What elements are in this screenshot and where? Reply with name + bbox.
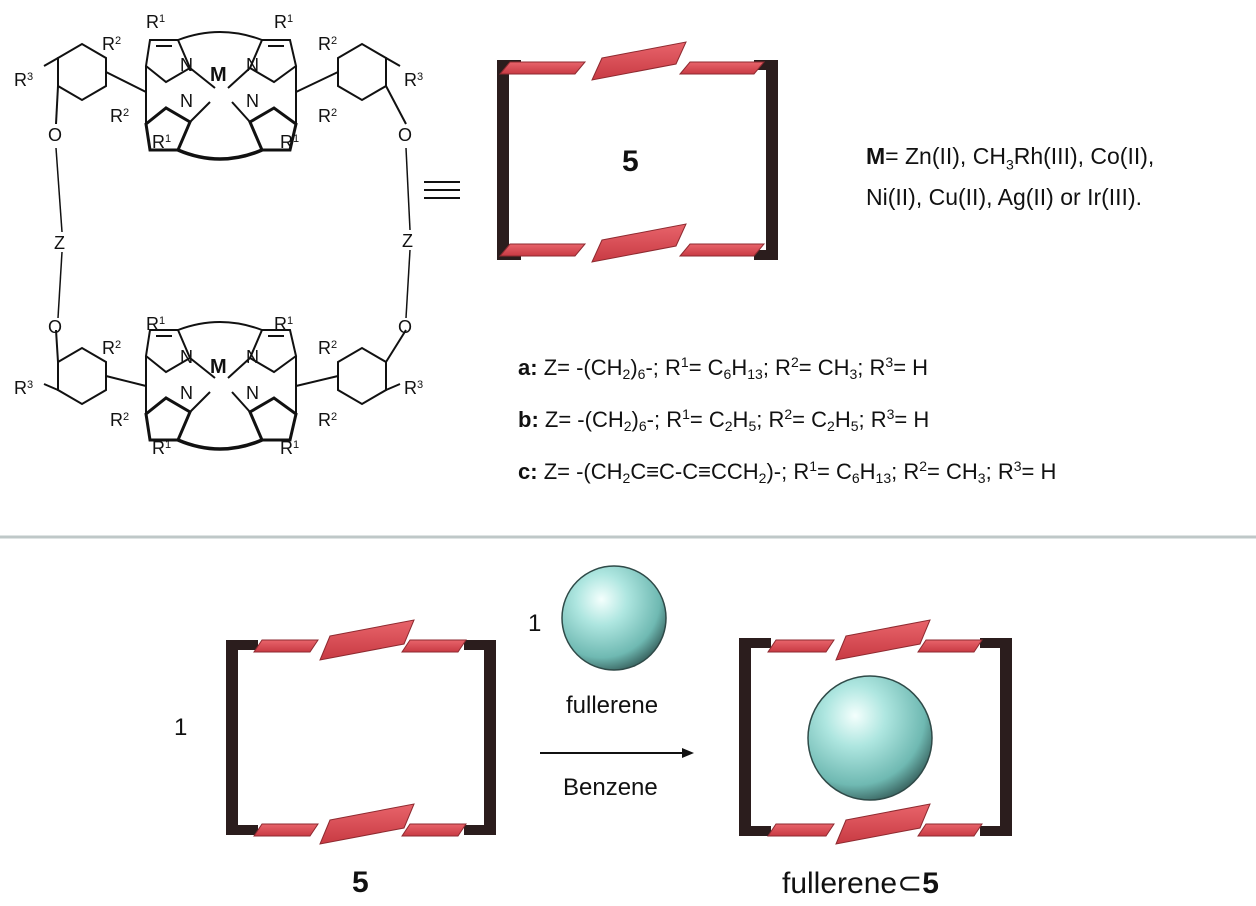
atom-n: N [180,347,193,367]
equivalence-sign [424,181,460,199]
r2-label: R2 [110,106,130,126]
r2-label: R2 [102,338,122,358]
linker-chains [55,147,411,319]
guest-label: fullerene [566,692,659,719]
r2-label: R2 [318,106,338,126]
cartoon-product [739,619,1012,845]
upper-porphyrin [144,31,298,161]
product-label: fullerene⊂5 [782,867,939,900]
top-porphyrin-slabs [498,41,766,81]
compound-label-top: 5 [622,145,639,178]
atom-o: O [48,125,63,145]
fullerene-encapsulated [807,675,933,801]
r3-label: R3 [14,70,34,90]
variant-b: b: Z= -(CH2)6-; R1= C2H5; R2= C2H5; R3= … [518,406,930,434]
r2-label: R2 [102,34,122,54]
variant-c: c: Z= -(CH2C≡C-C≡CCH2)-; R1= C6H13; R2= … [518,458,1057,486]
r1-label: R1 [274,12,294,32]
atom-o: O [48,317,63,337]
cartoon-host-bottom [226,619,496,845]
r1-label: R1 [280,132,300,152]
r2-label: R2 [318,410,338,430]
atom-n: N [180,383,193,403]
metal-definition: M= Zn(II), CH3Rh(III), Co(II), Ni(II), C… [866,140,1154,213]
linker-z: Z [54,233,65,253]
guest-stoichiometry: 1 [528,610,542,637]
atom-n: N [246,383,259,403]
r1-label: R1 [152,132,172,152]
reaction-arrow [540,748,694,758]
atom-n: N [180,55,193,75]
fullerene-reagent [561,565,667,671]
atom-o: O [398,317,413,337]
r3-label: R3 [404,378,424,398]
atom-n: N [246,55,259,75]
phenyl-rings [43,42,407,406]
r2-label: R2 [318,34,338,54]
r1-label: R1 [146,314,166,334]
metal-label-upper: M [210,64,227,86]
metal-definition-line1: M= Zn(II), CH3Rh(III), Co(II), [866,143,1155,173]
r2-label: R2 [318,338,338,358]
solvent-label: Benzene [563,774,658,801]
r3-label: R3 [404,70,424,90]
linker-z: Z [402,231,413,251]
metal-definition-line2: Ni(II), Cu(II), Ag(II) or Ir(III). [866,183,1142,210]
atom-n: N [246,91,259,111]
cartoon-host-top [497,41,778,263]
lower-porphyrin [144,321,298,451]
bottom-porphyrin-slabs [498,223,766,263]
metal-label-lower: M [210,356,227,378]
r1-label: R1 [146,12,166,32]
r1-label: R1 [274,314,294,334]
atom-n: N [246,347,259,367]
variant-a: a: Z= -(CH2)6-; R1= C6H13; R2= CH3; R3= … [518,354,929,382]
atom-o: O [398,125,413,145]
chemical-structure [43,31,411,451]
r2-label: R2 [110,410,130,430]
r1-label: R1 [152,438,172,458]
r1-label: R1 [280,438,300,458]
r3-label: R3 [14,378,34,398]
atom-n: N [180,91,193,111]
host-compound-label: 5 [352,866,369,899]
host-stoichiometry: 1 [174,714,188,741]
